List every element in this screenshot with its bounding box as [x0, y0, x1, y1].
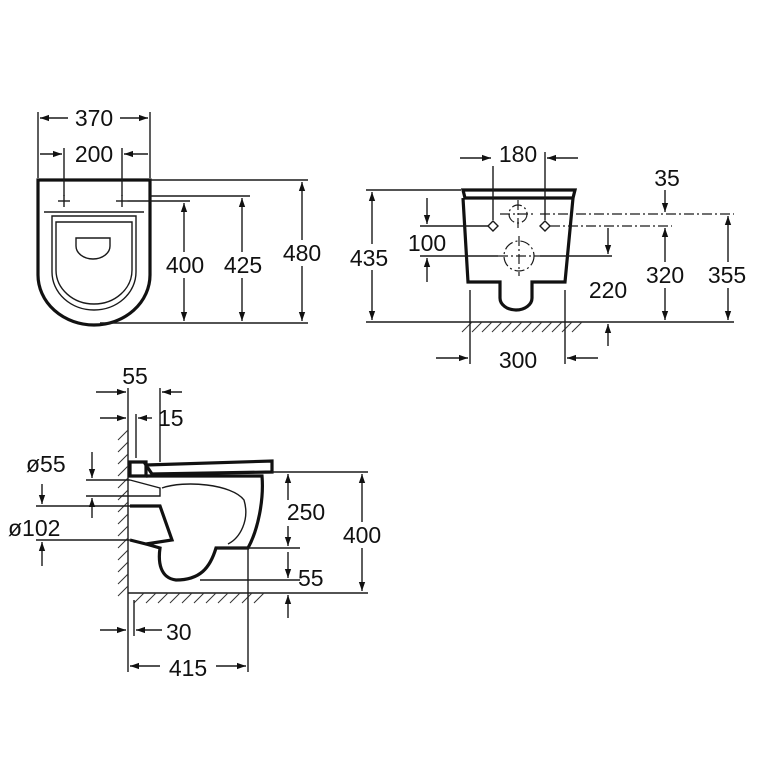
- dim-label-180: 180: [499, 141, 537, 167]
- floor-hatch: [461, 321, 583, 333]
- side-view-outlet: [129, 504, 175, 546]
- front-view: 180 35 435 100 220 320 355 300: [345, 140, 753, 373]
- dim-label-480: 480: [283, 240, 321, 266]
- dim-label-250: 250: [287, 499, 325, 525]
- dim-label-435: 435: [350, 245, 388, 271]
- dim-label-220: 220: [589, 277, 627, 303]
- side-view: 55 15 ø55 ø102 250 400 55 30 415: [8, 363, 390, 681]
- top-view-seat-inner: [51, 215, 137, 311]
- dim-label-200: 200: [75, 141, 113, 167]
- dim-label-400-side: 400: [343, 522, 381, 548]
- top-view-bowl-outline: [36, 178, 152, 327]
- dim-label-15: 15: [158, 405, 184, 431]
- front-view-body: [461, 197, 575, 312]
- dim-label-35: 35: [654, 165, 680, 191]
- dim-label-55-bottom: 55: [298, 565, 324, 591]
- top-view: 370 200 400 425 480: [36, 104, 327, 327]
- dim-label-370: 370: [75, 105, 113, 131]
- dim-label-diameter-102: ø102: [8, 515, 60, 541]
- side-view-bowl-inner: [161, 483, 247, 545]
- fixing-hole: [539, 220, 551, 232]
- dim-label-300: 300: [499, 347, 537, 373]
- side-view-inlet: [129, 479, 161, 497]
- front-view-cap: [460, 188, 578, 200]
- top-view-oval: [75, 237, 111, 260]
- side-view-seat: [143, 459, 274, 476]
- dim-label-425: 425: [224, 252, 262, 278]
- dim-label-355: 355: [708, 262, 746, 288]
- floor-hatch: [133, 592, 265, 604]
- dim-label-400: 400: [166, 252, 204, 278]
- dim-label-100: 100: [408, 230, 446, 256]
- dim-label-415: 415: [169, 655, 207, 681]
- wall-hatch: [117, 429, 129, 597]
- side-view-bowl: [145, 474, 264, 582]
- dim-label-320: 320: [646, 262, 684, 288]
- fixing-hole: [487, 220, 499, 232]
- dim-label-diameter-55: ø55: [26, 451, 66, 477]
- dim-label-30: 30: [166, 619, 192, 645]
- dim-label-55-top: 55: [122, 363, 148, 389]
- top-view-seat-inner-2: [55, 221, 133, 305]
